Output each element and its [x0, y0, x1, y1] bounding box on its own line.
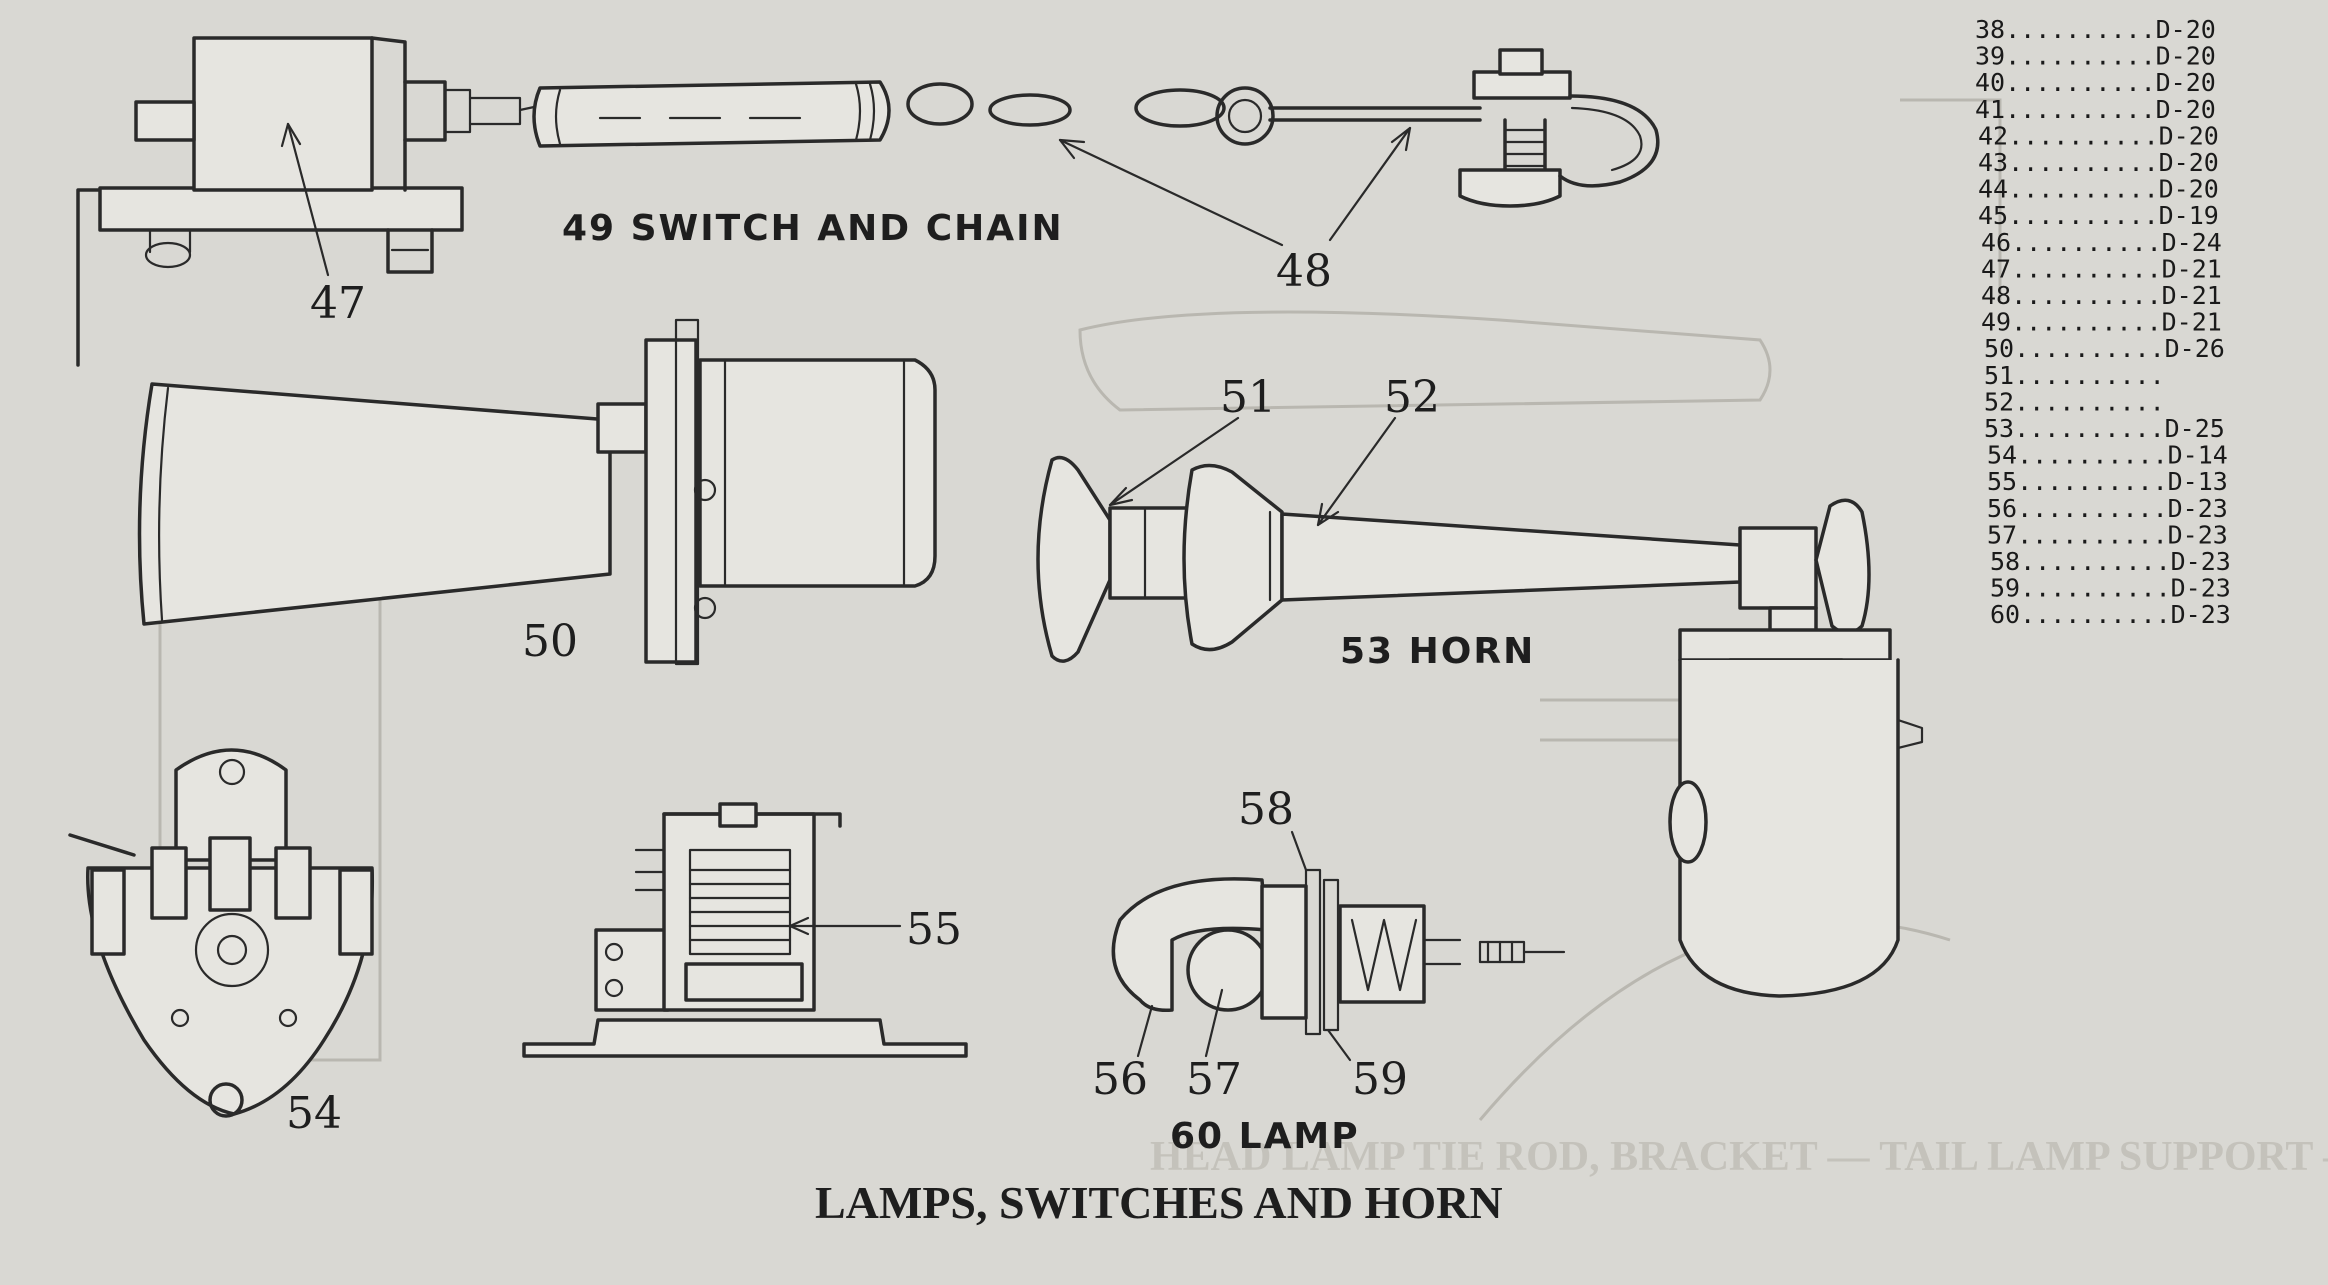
caption-lamp: 60 LAMP [1170, 1116, 1360, 1157]
index-row: 58..........D-23 [1990, 547, 2231, 576]
index-row: 41..........D-20 [1975, 95, 2216, 124]
callout-54: 54 [286, 1088, 342, 1139]
callout-59: 59 [1352, 1054, 1408, 1105]
index-row: 51.......... [1984, 361, 2165, 390]
part-50-trumpet-horn [137, 318, 937, 666]
index-row: 55..........D-13 [1987, 467, 2228, 496]
part-53-horn [1036, 455, 1924, 998]
part-48-rod-clamp [1268, 48, 1660, 208]
leader-lines [280, 122, 1412, 1062]
callout-58: 58 [1238, 784, 1294, 835]
diagram-title: LAMPS, SWITCHES AND HORN [815, 1177, 1503, 1228]
index-row: 54..........D-14 [1987, 441, 2228, 470]
index-row: 48..........D-21 [1981, 281, 2222, 310]
callout-51: 51 [1220, 372, 1276, 423]
part-55-relay [522, 802, 968, 1058]
index-row: 50..........D-26 [1984, 334, 2225, 363]
callout-57: 57 [1186, 1054, 1242, 1105]
index-row: 46..........D-24 [1981, 228, 2222, 257]
part-49-chain [518, 80, 1275, 148]
part-47-switch [76, 36, 522, 367]
index-row: 47..........D-21 [1981, 254, 2222, 283]
index-row: 43..........D-20 [1978, 148, 2219, 177]
index-row: 38..........D-20 [1975, 15, 2216, 44]
index-row: 59..........D-23 [1990, 574, 2231, 603]
index-row: 49..........D-21 [1981, 308, 2222, 337]
index-row: 39..........D-20 [1975, 42, 2216, 71]
caption-horn: 53 HORN [1340, 631, 1535, 672]
index-row: 56..........D-23 [1987, 494, 2228, 523]
index-row: 44..........D-20 [1978, 175, 2219, 204]
callout-48: 48 [1276, 246, 1332, 297]
callout-56: 56 [1092, 1054, 1148, 1105]
callout-55: 55 [906, 904, 962, 955]
index-row: 60..........D-23 [1990, 600, 2231, 629]
index-row: 40..........D-20 [1975, 68, 2216, 97]
callout-47: 47 [310, 278, 366, 329]
bleed-through: HEAD LAMP TIE ROD, BRACKET — TAIL LAMP S… [158, 98, 2328, 1180]
index-row: 57..........D-23 [1987, 520, 2228, 549]
bleed-through-text: HEAD LAMP TIE ROD, BRACKET — TAIL LAMP S… [1150, 1134, 2328, 1180]
parts-index: 38..........D-2039..........D-2040......… [1975, 15, 2231, 629]
index-row: 42..........D-20 [1978, 121, 2219, 150]
caption-switch-and-chain: 49 SWITCH AND CHAIN [562, 208, 1064, 249]
part-60-lamp [1111, 868, 1566, 1036]
callout-50: 50 [522, 616, 578, 667]
callout-52: 52 [1384, 372, 1440, 423]
index-row: 45..........D-19 [1978, 201, 2219, 230]
index-row: 53..........D-25 [1984, 414, 2225, 443]
index-row: 52.......... [1984, 387, 2165, 416]
part-54-switch [68, 748, 375, 1118]
